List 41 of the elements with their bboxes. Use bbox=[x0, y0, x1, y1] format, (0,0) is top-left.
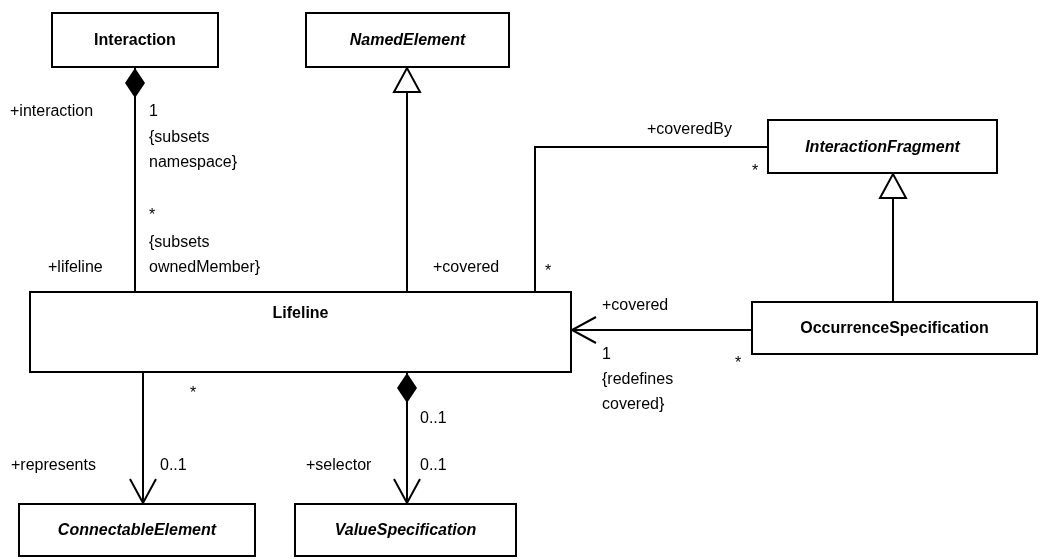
class-name: Interaction bbox=[94, 30, 176, 50]
association-end-label: * bbox=[752, 161, 759, 181]
class-box bbox=[305, 12, 510, 68]
class-box bbox=[767, 119, 998, 174]
generalization-arrow bbox=[879, 173, 907, 302]
association-end-label: 1 bbox=[149, 101, 158, 121]
association-end-label: 0..1 bbox=[420, 455, 447, 475]
class-name: NamedElement bbox=[349, 30, 466, 50]
association-end-label: +represents bbox=[11, 455, 96, 475]
association-end-label: {redefines covered} bbox=[602, 369, 675, 414]
association-end-label: * bbox=[190, 383, 197, 403]
class-name: Lifeline bbox=[272, 303, 329, 323]
composition-line bbox=[125, 67, 145, 292]
association-end-label: {subsets ownedMember} bbox=[149, 232, 262, 277]
association-end-label: +covered bbox=[602, 295, 669, 315]
association-end-label: +interaction bbox=[10, 101, 94, 121]
association-end-label: * bbox=[149, 205, 156, 225]
association-end-label: +covered bbox=[433, 257, 500, 277]
class-name: InteractionFragment bbox=[805, 136, 960, 157]
class-name: OccurrenceSpecification bbox=[800, 318, 989, 338]
association-line bbox=[534, 146, 768, 292]
composition-arrow bbox=[393, 372, 421, 504]
class-box bbox=[751, 301, 1038, 355]
class-box bbox=[294, 503, 517, 557]
association-end-label: 0..1 bbox=[160, 455, 187, 475]
association-end-label: +coveredBy bbox=[647, 119, 732, 139]
class-box bbox=[29, 291, 572, 373]
association-end-label: +selector bbox=[306, 455, 372, 475]
association-arrow bbox=[571, 316, 752, 344]
class-box bbox=[18, 503, 256, 557]
class-name: ValueSpecification bbox=[334, 520, 477, 540]
association-end-label: * bbox=[545, 261, 552, 281]
generalization-arrow bbox=[393, 67, 421, 292]
association-end-label: +lifeline bbox=[48, 257, 103, 277]
association-end-label: * bbox=[735, 353, 742, 373]
association-end-label: 1 bbox=[602, 344, 611, 364]
class-box bbox=[51, 12, 219, 68]
association-end-label: {subsets namespace} bbox=[149, 127, 239, 172]
class-name: ConnectableElement bbox=[57, 520, 217, 540]
association-arrow bbox=[129, 372, 157, 504]
association-end-label: 0..1 bbox=[420, 408, 447, 428]
